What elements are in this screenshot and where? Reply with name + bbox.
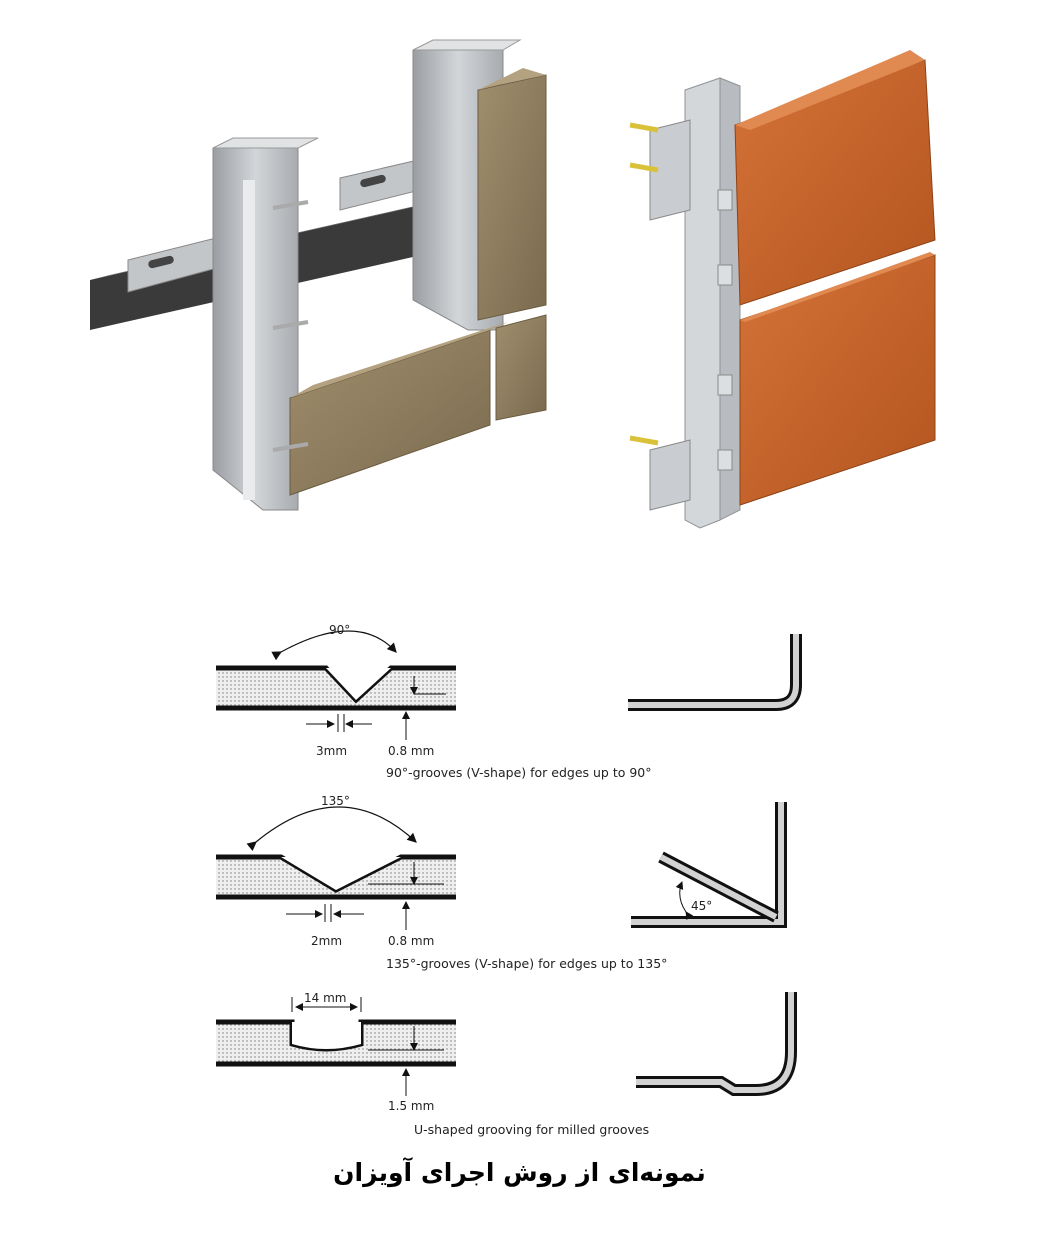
groove-u-section: 14 mm 1.5 mm U-shaped grooving for mille… xyxy=(216,991,649,1137)
bronze-panel-lower-right xyxy=(495,314,547,421)
groove-135-section: 135° 2mm 0.8 mm 135°-grooves (V-shape) f… xyxy=(216,794,667,971)
groove-90-width-label: 3mm xyxy=(316,744,347,758)
bronze-panel-bottom xyxy=(289,329,491,496)
groove-u-caption: U-shaped grooving for milled grooves xyxy=(414,1122,649,1137)
groove-90-depth-label: 0.8 mm xyxy=(388,744,434,758)
subframe-illustration-left xyxy=(68,30,583,545)
groove-u-width-label: 14 mm xyxy=(304,991,346,1005)
mullion-left xyxy=(212,147,299,511)
subframe-drawing-right xyxy=(629,50,936,529)
groove-135-bent-profile: 45° xyxy=(631,802,787,928)
groove-90-bent-profile xyxy=(628,634,802,711)
groove-u-bent-profile xyxy=(636,992,797,1096)
groove-135-width-label: 2mm xyxy=(311,934,342,948)
wall-bracket-bottom xyxy=(649,439,691,511)
groove-90-caption: 90°-grooves (V-shape) for edges up to 90… xyxy=(386,765,652,780)
groove-135-depth-label: 0.8 mm xyxy=(388,934,434,948)
groove-135-caption: 135°-grooves (V-shape) for edges up to 1… xyxy=(386,956,667,971)
groove-135-angle-label: 135° xyxy=(321,794,350,808)
subframe-illustration-right xyxy=(590,30,985,545)
groove-diagrams-svg: 90° 3mm 0.8 mm 90°-grooves (V-shape) for… xyxy=(216,623,802,1137)
groove-u-depth-label: 1.5 mm xyxy=(388,1099,434,1113)
bronze-panel-upper xyxy=(477,74,547,321)
subframe-drawing-left xyxy=(90,39,547,511)
groove-135-fold-angle-label: 45° xyxy=(691,899,712,913)
groove-90-angle-label: 90° xyxy=(329,623,350,637)
figure-caption: نمونه‌ای از روش اجرای آویزان xyxy=(333,1158,706,1187)
groove-90-section: 90° 3mm 0.8 mm 90°-grooves (V-shape) for… xyxy=(216,623,652,780)
groove-diagrams: 90° 3mm 0.8 mm 90°-grooves (V-shape) for… xyxy=(186,612,866,1142)
wall-bracket-top xyxy=(649,119,691,221)
